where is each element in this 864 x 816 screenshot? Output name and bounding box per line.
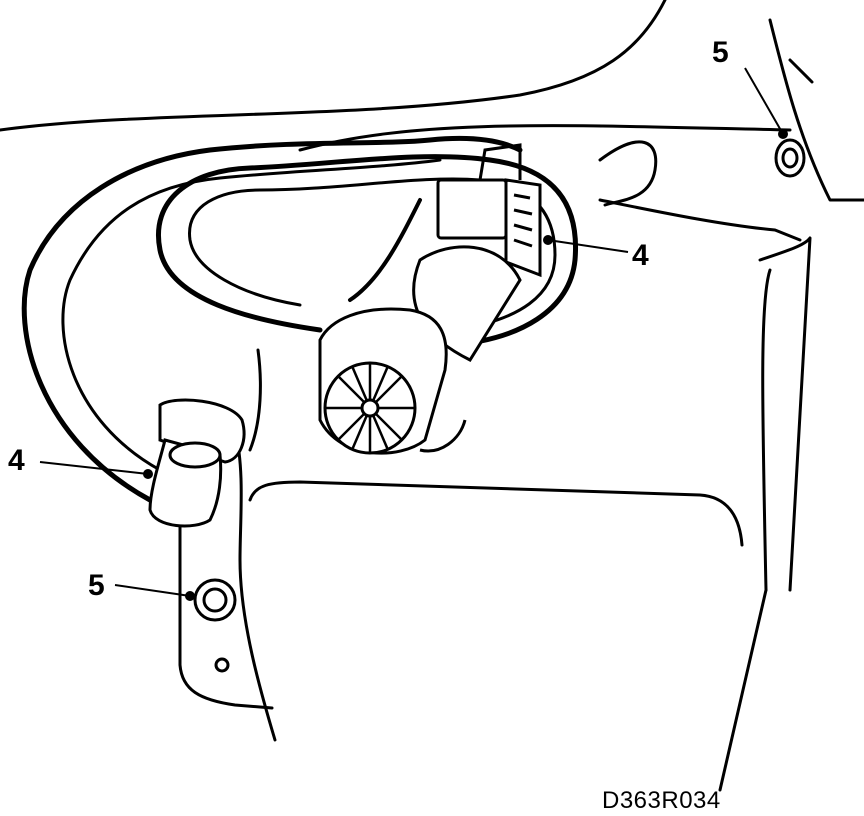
harness-branch <box>348 198 422 302</box>
callout-label: 4 <box>8 444 25 477</box>
right-pillar-outer <box>768 18 864 202</box>
leader-lines <box>39 67 788 601</box>
figure-reference-code: D363R034 <box>602 787 721 814</box>
vehicle-body-panels <box>0 0 864 792</box>
lower-panel-top <box>248 480 744 547</box>
harness-loop-inner <box>156 154 579 348</box>
wiring-harness <box>21 136 579 503</box>
inner-curve-mid <box>598 140 658 207</box>
fan-hub <box>360 398 380 418</box>
left-bracket-outer <box>233 428 277 742</box>
lower-panel-diagonal <box>718 588 768 792</box>
fastener-top-bolt <box>774 138 806 178</box>
right-pillar-step <box>788 58 814 84</box>
callout-label: 5 <box>712 36 729 69</box>
panel-hole <box>214 657 230 673</box>
harness-loop-inner-2 <box>188 177 557 332</box>
clip-ring <box>168 441 222 469</box>
connector-rib <box>513 208 533 216</box>
callout-label: 5 <box>88 569 105 602</box>
motor-unit <box>318 245 522 455</box>
connector-rib <box>513 238 533 248</box>
connector-rib <box>513 223 533 232</box>
grommet-clip <box>148 398 246 528</box>
lower-panel-vertical <box>761 268 772 592</box>
connector-rib <box>513 193 531 200</box>
harness-loop-outer <box>21 136 523 503</box>
upper-body-contour <box>0 0 667 132</box>
fasteners <box>193 138 806 673</box>
harness-loop-outer-inner <box>61 158 442 472</box>
connector-plug <box>436 143 542 278</box>
connector-wires <box>478 143 522 181</box>
upper-body-edge <box>298 124 792 152</box>
left-bracket-inner <box>178 518 274 710</box>
left-bracket-edge <box>248 348 262 452</box>
connector-body <box>436 178 508 240</box>
motor-base <box>419 419 467 453</box>
fastener-bottom-bolt <box>193 578 237 622</box>
sill-line <box>598 198 802 242</box>
right-pillar-inner <box>758 236 812 592</box>
callout-label: 4 <box>632 239 649 272</box>
